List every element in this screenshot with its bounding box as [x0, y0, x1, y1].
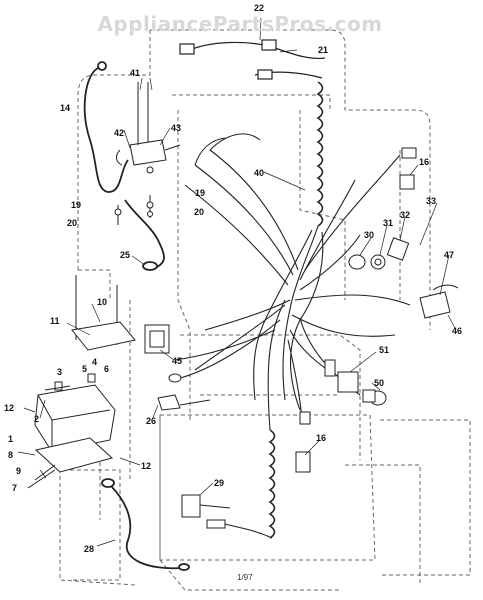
callout-3: 3	[57, 367, 63, 377]
callout-41: 41	[130, 68, 141, 78]
callout-4: 4	[92, 357, 98, 367]
callout-20-left: 20	[67, 218, 78, 228]
coiled-harness-upper	[316, 81, 324, 227]
callout-14: 14	[60, 103, 71, 113]
footer-code: 1/97	[237, 573, 253, 582]
callout-6: 6	[104, 364, 110, 374]
cable-25	[124, 199, 165, 271]
callout-19-right: 19	[195, 188, 206, 198]
top-wire	[179, 39, 326, 80]
coiled-harness-lower	[268, 429, 276, 539]
callout-20-right: 20	[194, 207, 205, 217]
callout-11: 11	[50, 316, 60, 326]
cable-28	[101, 478, 190, 571]
callout-51: 51	[379, 345, 390, 355]
callout-1: 1	[8, 434, 14, 444]
callout-33: 33	[426, 196, 437, 206]
callout-28: 28	[84, 544, 95, 554]
cable-14	[83, 61, 129, 193]
callout-19-left: 19	[71, 200, 82, 210]
callout-26-middle: 26	[146, 416, 157, 426]
callout-10: 10	[97, 297, 108, 307]
callout-2: 2	[34, 414, 40, 424]
callout-21: 21	[318, 45, 329, 55]
callout-16-lower: 16	[316, 433, 327, 443]
callout-31: 31	[383, 218, 394, 228]
callout-7: 7	[12, 483, 18, 493]
chassis-outline	[59, 29, 471, 591]
callout-40: 40	[254, 168, 265, 178]
callout-25: 25	[120, 250, 131, 260]
callout-45: 45	[172, 356, 183, 366]
right-components	[295, 147, 459, 473]
callout-29: 29	[214, 478, 225, 488]
callout-30: 30	[364, 230, 375, 240]
callout-47: 47	[444, 250, 455, 260]
left-components	[144, 324, 273, 539]
callout-5: 5	[82, 364, 88, 374]
callout-8: 8	[8, 450, 14, 460]
callout-43: 43	[171, 123, 182, 133]
callout-32: 32	[400, 210, 411, 220]
solenoid	[116, 82, 181, 174]
bolts	[114, 195, 154, 225]
callout-22: 22	[254, 3, 265, 13]
callout-9: 9	[16, 466, 22, 476]
callout-50: 50	[374, 378, 385, 388]
battery-assembly	[27, 275, 136, 489]
watermark: AppliancePartsPros.com	[97, 12, 383, 36]
callout-46: 46	[452, 326, 463, 336]
callout-16-upper: 16	[419, 157, 430, 167]
callout-12-left: 12	[4, 403, 15, 413]
leader-lines	[17, 17, 457, 547]
callout-42: 42	[114, 128, 125, 138]
callout-12-right: 12	[141, 461, 152, 471]
